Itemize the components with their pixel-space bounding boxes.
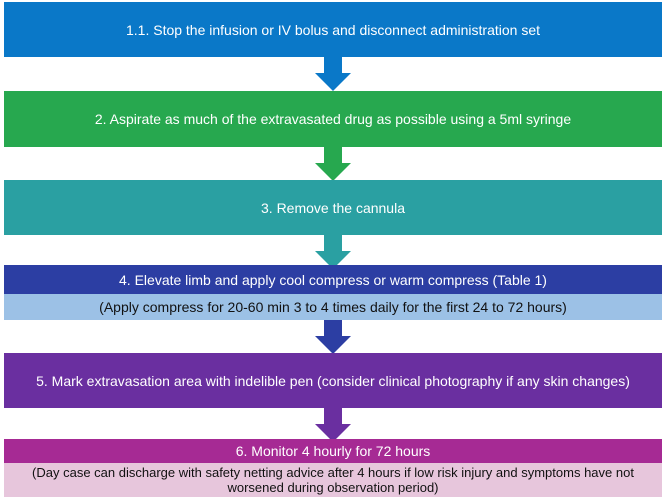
step-4-note-text: (Apply compress for 20-60 min 3 to 4 tim… (99, 299, 567, 315)
step-5-box: 5. Mark extravasation area with indelibl… (4, 353, 662, 408)
step-6-note: (Day case can discharge with safety nett… (4, 463, 662, 497)
step-6-note-text: (Day case can discharge with safety nett… (32, 465, 634, 495)
step-4-note: (Apply compress for 20-60 min 3 to 4 tim… (4, 294, 662, 320)
step-3-label: 3. Remove the cannula (261, 199, 405, 216)
step-2-label: 2. Aspirate as much of the extravasated … (94, 111, 572, 127)
arrow-down-icon (315, 235, 351, 269)
arrow-down-icon (315, 408, 351, 442)
step-4-box: 4. Elevate limb and apply cool compress … (4, 265, 662, 294)
arrow-down-icon (315, 320, 351, 354)
step-3-box: 3. Remove the cannula (4, 180, 662, 235)
step-6-label: 6. Monitor 4 hourly for 72 hours (235, 443, 431, 459)
step-4-label: 4. Elevate limb and apply cool compress … (119, 271, 547, 288)
step-2-box: 2. Aspirate as much of the extravasated … (4, 91, 662, 147)
step-5-label: 5. Mark extravasation area with indelibl… (36, 372, 630, 389)
arrow-down-icon (315, 147, 351, 181)
arrow-down-icon (315, 57, 351, 91)
step-1-box: 1.1. Stop the infusion or IV bolus and d… (4, 2, 662, 57)
step-1-label: 1.1. Stop the infusion or IV bolus and d… (125, 21, 541, 38)
step-6-box: 6. Monitor 4 hourly for 72 hours (4, 439, 662, 463)
